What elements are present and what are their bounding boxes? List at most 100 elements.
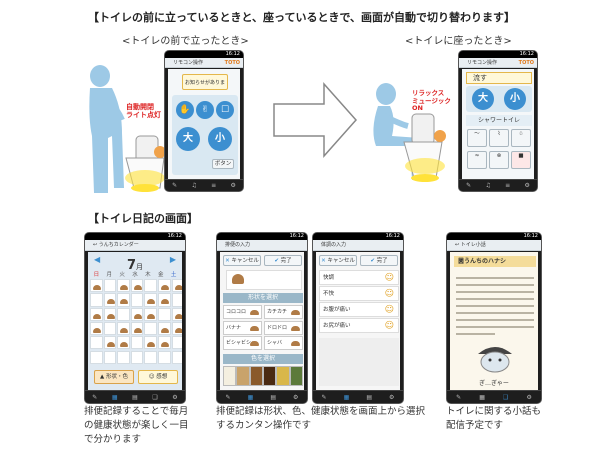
cancel-button[interactable]: ✕ キャンセル (223, 255, 261, 266)
calendar-day-cell[interactable] (144, 321, 157, 336)
remote-nav-icon[interactable]: ✎ (92, 393, 98, 401)
shape-color-button[interactable]: ▲ 形状・色 (94, 370, 134, 384)
calendar-day-cell[interactable] (117, 293, 130, 307)
calendar-day-cell[interactable] (90, 279, 103, 293)
flush-big-button[interactable]: 大 (472, 88, 494, 110)
calendar-day-cell[interactable] (117, 321, 130, 336)
calendar-day-cell[interactable] (103, 293, 117, 307)
library-nav-icon[interactable]: ❑ (152, 393, 158, 401)
color-swatch[interactable] (249, 366, 263, 386)
list-nav-icon[interactable]: ≡ (211, 182, 217, 189)
flush-small-button[interactable]: 小 (208, 127, 232, 151)
feel-button[interactable]: ☺ 感想 (138, 370, 178, 384)
calendar-day-cell[interactable] (103, 336, 117, 350)
calendar-day-cell[interactable] (103, 307, 117, 321)
color-swatch[interactable] (276, 366, 290, 386)
calendar-day-cell[interactable] (117, 336, 130, 350)
shape-option[interactable]: ビシャビシャ (223, 336, 262, 350)
calendar-nav-icon[interactable]: ▦ (111, 393, 118, 401)
calendar-day-cell[interactable] (144, 293, 157, 307)
calendar-day-cell[interactable] (158, 279, 171, 293)
shape-option[interactable]: ドロドロ (264, 320, 303, 335)
done-button[interactable]: ✔ 完了 (264, 255, 302, 266)
calendar-day-cell[interactable] (90, 336, 103, 350)
color-swatch[interactable] (236, 366, 250, 386)
gear-nav-icon[interactable]: ⚙ (230, 182, 236, 189)
gear-nav-icon[interactable]: ⚙ (524, 182, 530, 189)
calendar-day-cell[interactable] (171, 350, 182, 364)
calendar-day-cell[interactable] (171, 321, 182, 336)
flush-small-button[interactable]: 小 (504, 88, 526, 110)
wash-button[interactable]: ✋ (176, 101, 194, 119)
shape-option[interactable]: コロコロ (223, 305, 262, 319)
menu-nav-icon[interactable]: ⚙ (389, 393, 395, 401)
color-swatch[interactable] (262, 366, 277, 386)
calendar-day-cell[interactable] (130, 293, 144, 307)
health-option-row[interactable]: 快調☺ (319, 270, 399, 285)
calendar-day-cell[interactable] (158, 321, 171, 336)
remote-nav-icon[interactable]: ✎ (466, 182, 472, 189)
calendar-day-cell[interactable] (117, 307, 130, 321)
menu-nav-icon[interactable]: ⚙ (172, 393, 178, 401)
shower-mode-5[interactable]: ⊗ (489, 151, 509, 169)
health-option-row[interactable]: お腹が痛い☺ (319, 302, 399, 317)
calendar-nav-icon[interactable]: ▦ (343, 393, 350, 401)
calendar-day-cell[interactable] (130, 336, 144, 350)
remote-nav-icon[interactable]: ✎ (225, 393, 231, 401)
calendar-day-cell[interactable] (130, 307, 144, 321)
calendar-day-cell[interactable] (90, 350, 103, 364)
shower-mode-1[interactable]: 〜 (467, 129, 487, 147)
done-button[interactable]: ✔ 完了 (360, 255, 398, 266)
shape-option[interactable]: カチカチ (264, 305, 303, 319)
music-nav-icon[interactable]: ♫ (191, 182, 197, 189)
dry-button[interactable]: ☐ (216, 101, 234, 119)
calendar-day-cell[interactable] (144, 336, 157, 350)
calendar-day-cell[interactable] (158, 350, 171, 364)
shape-option[interactable]: シャバ (264, 336, 303, 350)
calendar-day-cell[interactable] (171, 307, 182, 321)
menu-nav-icon[interactable]: ⚙ (293, 393, 299, 401)
data-nav-icon[interactable]: ▤ (270, 393, 276, 401)
color-swatch[interactable] (223, 366, 237, 386)
calendar-day-cell[interactable] (117, 350, 130, 364)
calendar-day-cell[interactable] (130, 279, 144, 293)
calendar-day-cell[interactable] (90, 307, 103, 321)
data-nav-icon[interactable]: ▤ (132, 393, 138, 401)
shower-mode-2[interactable]: ⌇ (489, 129, 509, 147)
calendar-day-cell[interactable] (171, 293, 182, 307)
calendar-day-cell[interactable] (103, 279, 117, 293)
shower-mode-3[interactable]: ♧ (511, 129, 531, 147)
stop-button[interactable]: ■ (511, 151, 531, 169)
calendar-day-cell[interactable] (130, 350, 144, 364)
calendar-day-cell[interactable] (158, 293, 171, 307)
back-icon[interactable]: ↩ (93, 242, 99, 248)
cancel-button[interactable]: ✕ キャンセル (319, 255, 357, 266)
calendar-day-cell[interactable] (130, 321, 144, 336)
library-nav-icon[interactable]: ❑ (503, 393, 509, 401)
health-option-row[interactable]: お尻が痛い☺ (319, 318, 399, 333)
color-swatch[interactable] (289, 366, 303, 386)
calendar-day-cell[interactable] (103, 350, 117, 364)
data-nav-icon[interactable]: ▤ (366, 393, 372, 401)
calendar-day-cell[interactable] (103, 321, 117, 336)
health-option-row[interactable]: 不快☺ (319, 286, 399, 301)
music-nav-icon[interactable]: ♫ (485, 182, 491, 189)
calendar-day-cell[interactable] (144, 307, 157, 321)
remote-nav-icon[interactable]: ✎ (321, 393, 327, 401)
prev-month-icon[interactable]: ◀ (94, 255, 101, 264)
calendar-day-cell[interactable] (117, 279, 130, 293)
calendar-day-cell[interactable] (144, 279, 157, 293)
bidet-button[interactable]: ✌ (196, 101, 214, 119)
next-month-icon[interactable]: ▶ (169, 255, 176, 264)
notice-box[interactable]: お知らせがあります (182, 74, 228, 102)
flush-big-button[interactable]: 大 (176, 127, 200, 151)
calendar-nav-icon[interactable]: ▦ (479, 393, 485, 401)
shower-mode-4[interactable]: ≈ (467, 151, 487, 169)
calendar-day-cell[interactable] (171, 336, 182, 350)
calendar-day-cell[interactable] (144, 350, 157, 364)
calendar-day-cell[interactable] (90, 293, 103, 307)
remote-nav-icon[interactable]: ✎ (172, 182, 178, 189)
list-nav-icon[interactable]: ≡ (505, 182, 511, 189)
menu-nav-icon[interactable]: ⚙ (526, 393, 532, 401)
shape-option[interactable]: バナナ (223, 320, 262, 335)
